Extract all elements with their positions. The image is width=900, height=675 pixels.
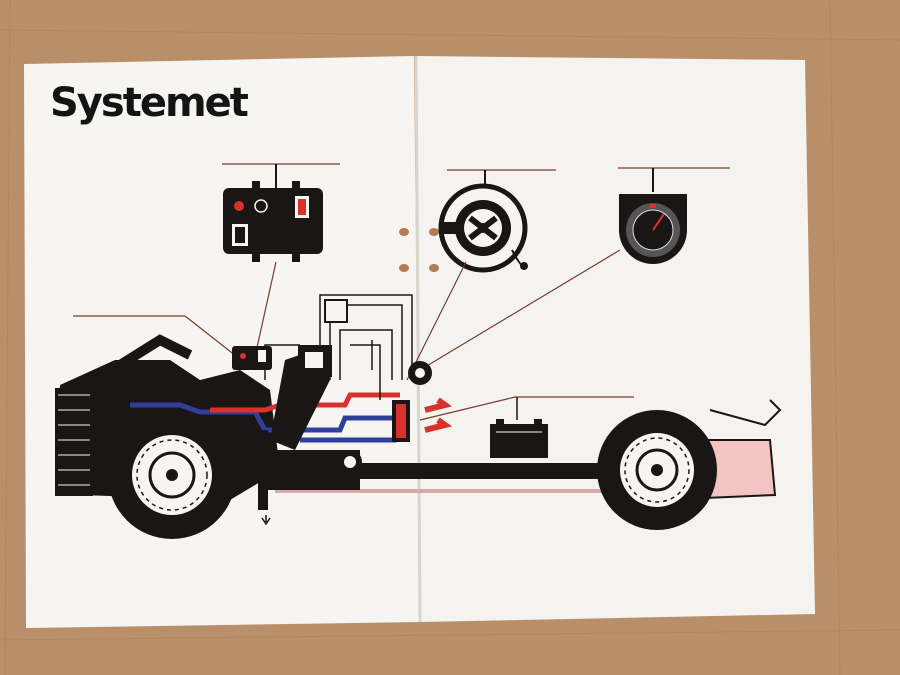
right-page — [416, 56, 815, 622]
rear-wheel — [597, 410, 717, 530]
battery-icon — [490, 397, 548, 458]
spine-fold — [414, 55, 422, 623]
thermostat-gauge-icon — [619, 168, 687, 264]
fuel-pump — [338, 450, 362, 474]
front-wheel — [108, 411, 236, 539]
blower-fan-icon — [438, 170, 528, 273]
small-control-unit — [232, 346, 272, 370]
leader-lines — [184, 249, 621, 421]
callout-header-lines — [73, 163, 730, 398]
left-page — [24, 56, 420, 628]
relay-box — [324, 299, 348, 323]
heater-unit-icon — [270, 345, 453, 450]
binder-holes — [399, 228, 439, 272]
page-title: Systemet — [50, 80, 249, 126]
control-unit-icon — [223, 164, 323, 262]
exhaust-pipe — [258, 430, 271, 526]
control-wiring — [264, 294, 413, 400]
